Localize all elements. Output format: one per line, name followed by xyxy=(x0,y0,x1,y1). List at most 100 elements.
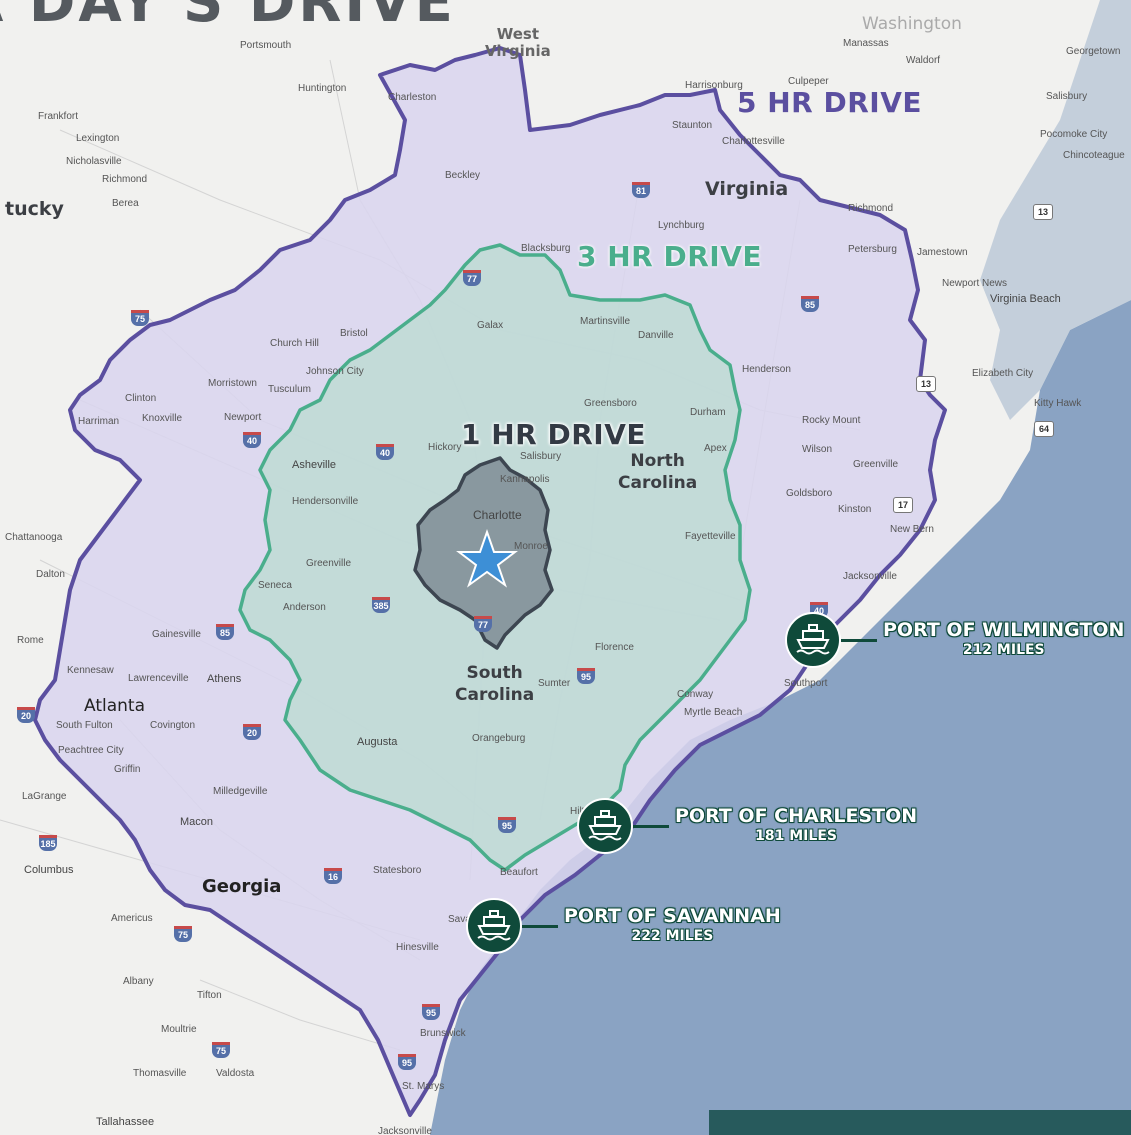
city-label: Richmond xyxy=(848,203,894,214)
city-label: Jacksonville xyxy=(378,1126,432,1135)
city-label: Rocky Mount xyxy=(802,415,861,426)
city-label: Harrisonburg xyxy=(685,80,743,91)
city-label: Tallahassee xyxy=(96,1116,155,1128)
city-label: Brunswick xyxy=(420,1028,466,1039)
coastal-waters xyxy=(980,0,1131,420)
port-name: PORT OF CHARLESTON xyxy=(675,805,918,827)
highway-shield: 85 xyxy=(801,296,819,312)
city-label: Galax xyxy=(477,320,504,331)
state-north-carolina: North Carolina xyxy=(618,451,698,493)
city-label: Orangeburg xyxy=(472,733,526,744)
highway-shield: 95 xyxy=(398,1054,416,1070)
city-label: Asheville xyxy=(292,459,337,471)
city-label: Blacksburg xyxy=(521,243,571,254)
state-kentucky: tucky xyxy=(5,198,64,220)
city-label: Myrtle Beach xyxy=(684,707,743,718)
port-text: PORT OF SAVANNAH 222 MILES xyxy=(564,906,781,946)
highway-shield: 185 xyxy=(39,835,57,851)
city-label: Griffin xyxy=(114,764,141,775)
city-label: Thomasville xyxy=(133,1068,187,1079)
city-label: Tifton xyxy=(197,990,222,1001)
highway-shield: 40 xyxy=(376,444,394,460)
banner-title: A DAY'S DRIVE xyxy=(0,0,456,35)
city-label: Apex xyxy=(704,443,727,454)
city-label: Manassas xyxy=(843,38,889,49)
ship-icon xyxy=(577,798,633,854)
city-label: Moultrie xyxy=(161,1024,197,1035)
highway-shield: 95 xyxy=(577,668,595,684)
city-label: Charlottesville xyxy=(722,136,785,147)
city-label: Culpeper xyxy=(788,76,829,87)
city-label: Columbus xyxy=(24,864,74,876)
city-label: Rome xyxy=(17,635,44,646)
city-label: Danville xyxy=(638,330,674,341)
city-label: Lawrenceville xyxy=(128,673,189,684)
city-label: Hickory xyxy=(428,442,462,453)
city-label: Americus xyxy=(111,913,153,924)
city-label: Johnson City xyxy=(306,366,364,377)
zone-1hr-label: 1 HR DRIVE xyxy=(461,418,646,451)
city-label: Henderson xyxy=(742,364,791,375)
city-label: Staunton xyxy=(672,120,713,131)
port-wilmington[interactable]: PORT OF WILMINGTON 212 MILES xyxy=(785,612,1124,668)
ship-glyph xyxy=(588,810,622,841)
ship-glyph xyxy=(477,910,511,941)
highway-shield: 13 xyxy=(1033,204,1053,220)
city-label: Berea xyxy=(112,198,139,209)
city-label: Jamestown xyxy=(917,247,968,258)
highway-shield: 16 xyxy=(324,868,342,884)
city-label: LaGrange xyxy=(22,791,67,802)
city-label: St. Marys xyxy=(402,1081,445,1092)
city-label: Jacksonville xyxy=(843,571,897,582)
port-name: PORT OF WILMINGTON xyxy=(883,619,1125,641)
state-virginia: Virginia xyxy=(705,178,789,200)
city-label: South Fulton xyxy=(56,720,113,731)
highway-shield: 95 xyxy=(422,1004,440,1020)
city-label: Macon xyxy=(180,816,214,828)
corner-panel xyxy=(709,1110,1131,1135)
city-label: Church Hill xyxy=(270,338,319,349)
city-label: Nicholasville xyxy=(66,156,122,167)
city-label: Southport xyxy=(784,678,828,689)
city-label: Hinesville xyxy=(396,942,439,953)
city-label: Newport News xyxy=(942,278,1008,289)
port-miles: 222 MILES xyxy=(631,928,714,944)
city-label: Statesboro xyxy=(373,865,422,876)
city-label: Charlotte xyxy=(473,508,522,522)
port-savannah[interactable]: PORT OF SAVANNAH 222 MILES xyxy=(466,898,781,954)
highway-shield: 85 xyxy=(216,624,234,640)
city-label: New Bern xyxy=(890,524,934,535)
highway-shield: 64 xyxy=(1034,421,1054,437)
highway-shield: 75 xyxy=(212,1042,230,1058)
city-label: Kennesaw xyxy=(67,665,114,676)
city-label: Clinton xyxy=(125,393,157,404)
city-label: Newport xyxy=(224,412,262,423)
highway-shield: 20 xyxy=(243,724,261,740)
city-label: Gainesville xyxy=(152,629,201,640)
port-name: PORT OF SAVANNAH xyxy=(564,905,781,927)
city-label: Hendersonville xyxy=(292,496,359,507)
zone-5hr-label: 5 HR DRIVE xyxy=(737,86,922,119)
city-label: Beckley xyxy=(445,170,481,181)
city-label: Lynchburg xyxy=(658,220,705,231)
city-label: Kitty Hawk xyxy=(1034,398,1082,409)
city-label: Elizabeth City xyxy=(972,368,1034,379)
city-label: Beaufort xyxy=(500,867,538,878)
highway-shield: 40 xyxy=(243,432,261,448)
city-label: Fayetteville xyxy=(685,531,736,542)
port-charleston[interactable]: PORT OF CHARLESTON 181 MILES xyxy=(577,798,917,854)
city-label: Bristol xyxy=(340,328,368,339)
star-marker xyxy=(456,528,518,588)
city-label: Waldorf xyxy=(906,55,941,66)
city-label: Morristown xyxy=(208,378,257,389)
city-label: Kannapolis xyxy=(500,474,550,485)
port-connector xyxy=(633,824,669,828)
city-label: Florence xyxy=(595,642,634,653)
city-label: Valdosta xyxy=(216,1068,255,1079)
highway-shield: 17 xyxy=(893,497,913,513)
city-label: Martinsville xyxy=(580,316,631,327)
city-label: Wilson xyxy=(802,444,833,455)
highway-shield: 385 xyxy=(372,597,390,613)
